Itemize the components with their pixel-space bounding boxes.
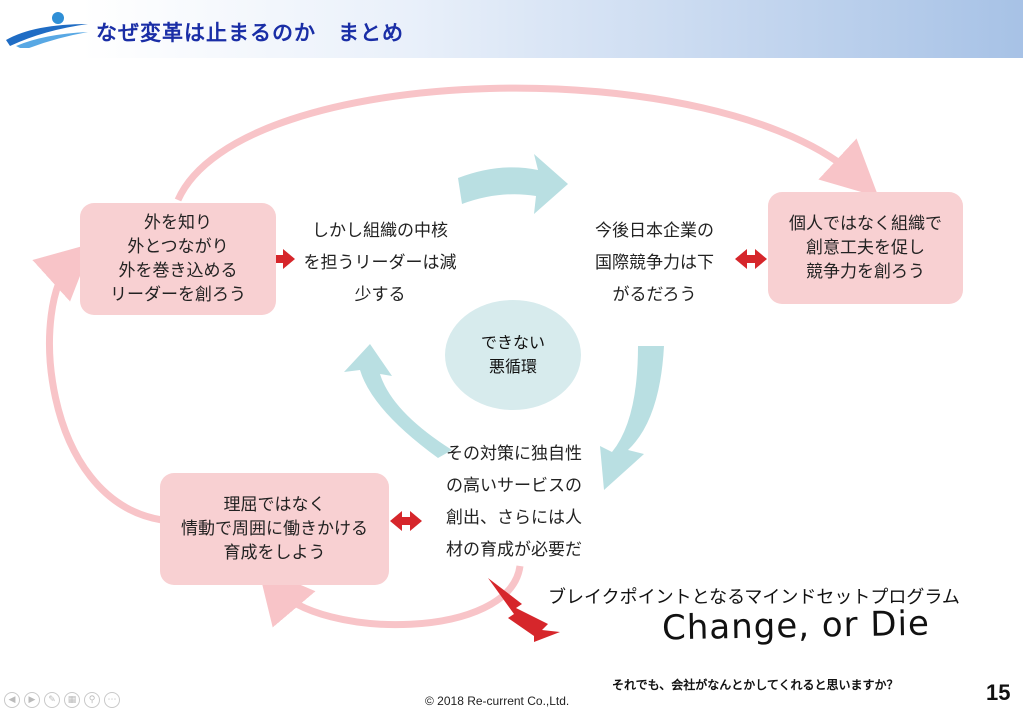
slide-nav-toolbar: ◀ ▶ ✎ ▦ ⚲ ⋯ [4, 692, 120, 708]
box-line: リーダーを創ろう [110, 285, 246, 305]
next-icon[interactable]: ▶ [24, 692, 40, 708]
box-line: 育成をしよう [223, 543, 326, 563]
page-number: 15 [986, 680, 1011, 705]
pen-icon[interactable]: ✎ [44, 692, 60, 708]
cycle-text-countermeasure: その対策に独自性 の高いサービスの 創出、さらには人 材の育成が必要だ [428, 438, 600, 566]
box-organization-competitiveness: 個人ではなく組織で 創意工夫を促し 競争力を創ろう [768, 192, 963, 304]
cycle-line: 創出、さらには人 [446, 508, 582, 528]
slides-icon[interactable]: ▦ [64, 692, 80, 708]
slogan-change-or-die: Change, or Die [661, 603, 931, 649]
cycle-line: 材の育成が必要だ [446, 540, 582, 560]
box-line: 創意工夫を促し [806, 238, 925, 258]
center-line: 悪循環 [488, 357, 537, 376]
double-arrow-right [735, 249, 767, 269]
cycle-line: その対策に独自性 [446, 444, 582, 464]
box-line: 情動で周囲に働きかける [181, 519, 368, 539]
copyright-text: © 2018 Re-current Co.,Ltd. [425, 694, 570, 708]
box-leaders-outside: 外を知り 外とつながり 外を巻き込める リーダーを創ろう [80, 203, 276, 315]
cycle-text-leaders-decrease: しかし組織の中核 を担うリーダーは減 少する [294, 215, 466, 311]
cycle-line: を担うリーダーは減 [303, 253, 457, 273]
center-line: できない [480, 333, 545, 352]
cycle-text-competitiveness-drop: 今後日本企業の 国際競争力は下 がるだろう [572, 215, 737, 311]
cycle-line: 今後日本企業の [595, 221, 714, 241]
box-line: 外を巻き込める [118, 261, 238, 281]
prev-icon[interactable]: ◀ [4, 692, 20, 708]
loop-arrow-bottom [257, 565, 524, 629]
cycle-line: 少する [354, 285, 406, 305]
box-emotional-development: 理屈ではなく 情動で周囲に働きかける 育成をしよう [160, 473, 389, 585]
company-logo [6, 12, 88, 48]
closing-question: それでも、会社がなんとかしてくれると思いますか？ [612, 678, 899, 692]
box-line: 外とつながり [127, 237, 229, 257]
cycle-arrow-top [458, 154, 568, 214]
box-line: 競争力を創ろう [806, 262, 925, 282]
breakpoint-program-label: ブレイクポイントとなるマインドセットプログラム [548, 587, 960, 608]
loop-arrow-left [32, 243, 163, 524]
box-line: 外を知り [144, 213, 212, 233]
cycle-line: しかし組織の中核 [312, 221, 448, 241]
zoom-icon[interactable]: ⚲ [84, 692, 100, 708]
cycle-line: がるだろう [612, 285, 697, 305]
cycle-arrow-left [344, 344, 452, 458]
header-bar: なぜ変革は止まるのか まとめ [0, 0, 1023, 58]
cycle-line: の高いサービスの [446, 476, 582, 496]
box-line: 個人ではなく組織で [789, 214, 942, 234]
cycle-line: 国際競争力は下 [595, 253, 714, 273]
vicious-cycle-circle: できない 悪循環 [445, 300, 581, 410]
loop-arrow-top [174, 84, 879, 202]
lightning-icon [488, 578, 560, 642]
box-line: 理屈ではなく [223, 495, 326, 515]
more-icon[interactable]: ⋯ [104, 692, 120, 708]
double-arrow-bottom [390, 511, 422, 531]
cycle-arrow-right [600, 346, 664, 490]
page-title: なぜ変革は止まるのか まとめ [96, 21, 404, 45]
